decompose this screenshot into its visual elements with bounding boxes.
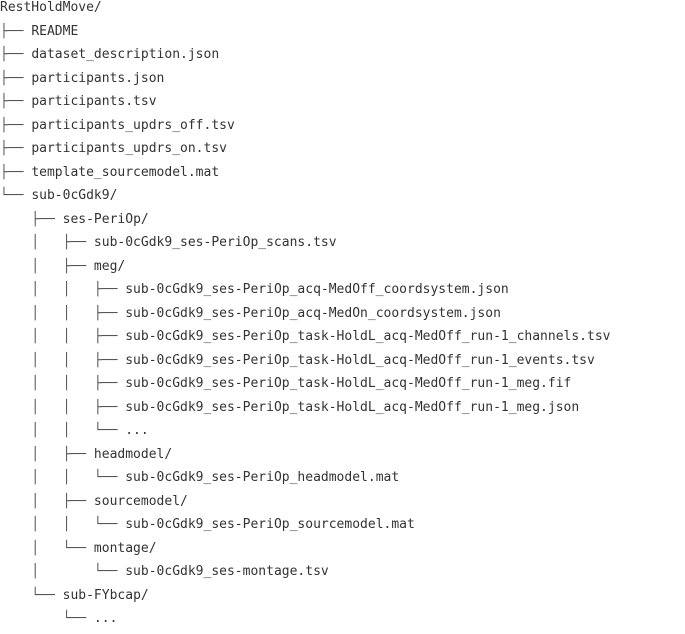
file-name: sub-0cGdk9_ses-PeriOp_headmodel.mat [125,470,400,485]
tree-row: ├── participants_updrs_on.tsv [0,137,227,161]
tree-row: └── ... [0,607,118,631]
folder-name: sub-FYbcap/ [62,587,149,603]
tree-row: │ │ ├── sub-0cGdk9_ses-PeriOp_acq-MedOff… [0,278,509,302]
file-name: sub-0cGdk9_ses-PeriOp_task-HoldL_acq-Med… [125,352,595,368]
tree-guides: │ │ ├── [0,399,126,415]
tree-guides: └── [0,188,32,203]
file-name: ... [93,611,118,626]
folder-name: montage/ [93,540,157,556]
tree-row: ├── participants.tsv [0,90,157,114]
tree-row: │ └── montage/ [0,537,157,561]
tree-guides: ├── [0,23,32,39]
tree-guides: │ ├── [0,493,94,509]
tree-row: ├── dataset_description.json [0,43,219,67]
tree-guides: └── [0,611,94,626]
tree-row: │ │ ├── sub-0cGdk9_ses-PeriOp_acq-MedOn_… [0,302,501,326]
tree-row: ├── template_sourcemodel.mat [0,161,219,185]
tree-row: ├── README [0,20,78,44]
tree-row: │ ├── meg/ [0,255,125,279]
tree-row: │ │ ├── sub-0cGdk9_ses-PeriOp_task-HoldL… [0,396,579,420]
file-name: sub-0cGdk9_ses-PeriOp_acq-MedOff_coordsy… [125,282,509,297]
file-name: sub-0cGdk9_ses-PeriOp_task-HoldL_acq-Med… [125,329,611,344]
file-name: sub-0cGdk9_ses-PeriOp_sourcemodel.mat [125,517,415,532]
file-name: template_sourcemodel.mat [31,164,220,180]
file-name: ... [125,423,149,438]
tree-row: │ ├── headmodel/ [0,443,172,467]
file-name: sub-0cGdk9_ses-PeriOp_acq-MedOn_coordsys… [125,305,501,321]
tree-row: │ │ ├── sub-0cGdk9_ses-PeriOp_task-HoldL… [0,325,611,349]
tree-row: RestHoldMove/ [0,0,102,20]
tree-guides: │ │ └── [0,423,126,438]
tree-row: ├── ses-PeriOp/ [0,208,149,232]
folder-name: RestHoldMove/ [0,0,102,15]
tree-guides: ├── [0,211,63,227]
tree-row: │ │ └── ... [0,419,149,443]
tree-guides: │ │ ├── [0,305,126,321]
tree-guides: │ │ ├── [0,376,126,391]
folder-name: meg/ [93,258,126,274]
tree-guides: ├── [0,164,32,180]
folder-name: sourcemodel/ [93,493,188,509]
tree-row: │ │ └── sub-0cGdk9_ses-PeriOp_sourcemode… [0,513,415,537]
file-name: README [31,23,79,39]
tree-guides: │ │ ├── [0,282,126,297]
file-name: participants_updrs_off.tsv [31,117,235,133]
file-name: participants.tsv [31,94,157,109]
tree-row: ├── participants.json [0,67,164,91]
file-name: sub-0cGdk9_ses-PeriOp_scans.tsv [93,235,337,250]
tree-guides: │ │ ├── [0,329,126,344]
tree-guides: │ ├── [0,258,94,274]
tree-row: ├── participants_updrs_off.tsv [0,114,235,138]
file-name: participants.json [31,70,165,86]
tree-row: │ ├── sub-0cGdk9_ses-PeriOp_scans.tsv [0,231,337,255]
tree-guides: └── [0,587,63,603]
tree-guides: ├── [0,141,32,156]
file-name: sub-0cGdk9_ses-montage.tsv [125,564,329,579]
tree-guides: ├── [0,47,32,62]
tree-row: │ ├── sourcemodel/ [0,490,188,514]
tree-row: └── sub-FYbcap/ [0,584,149,608]
file-name: sub-0cGdk9_ses-PeriOp_task-HoldL_acq-Med… [125,399,580,415]
folder-name: headmodel/ [93,446,173,462]
tree-guides: │ └── [0,564,126,579]
tree-guides: │ │ └── [0,470,126,485]
file-name: sub-0cGdk9_ses-PeriOp_task-HoldL_acq-Med… [125,376,572,391]
tree-guides: ├── [0,117,32,133]
tree-guides: │ │ ├── [0,352,126,368]
tree-guides: │ ├── [0,446,94,462]
tree-guides: ├── [0,94,32,109]
folder-name: ses-PeriOp/ [62,211,149,227]
tree-guides: │ │ └── [0,517,126,532]
tree-row: └── sub-0cGdk9/ [0,184,117,208]
folder-name: sub-0cGdk9/ [31,188,118,203]
tree-guides: │ ├── [0,235,94,250]
tree-row: │ │ ├── sub-0cGdk9_ses-PeriOp_task-HoldL… [0,349,595,373]
tree-guides: ├── [0,70,32,86]
tree-row: │ │ ├── sub-0cGdk9_ses-PeriOp_task-HoldL… [0,372,571,396]
file-name: participants_updrs_on.tsv [31,141,227,156]
tree-guides: │ └── [0,540,94,556]
tree-row: │ └── sub-0cGdk9_ses-montage.tsv [0,560,329,584]
file-name: dataset_description.json [31,47,220,62]
tree-row: │ │ └── sub-0cGdk9_ses-PeriOp_headmodel.… [0,466,399,490]
